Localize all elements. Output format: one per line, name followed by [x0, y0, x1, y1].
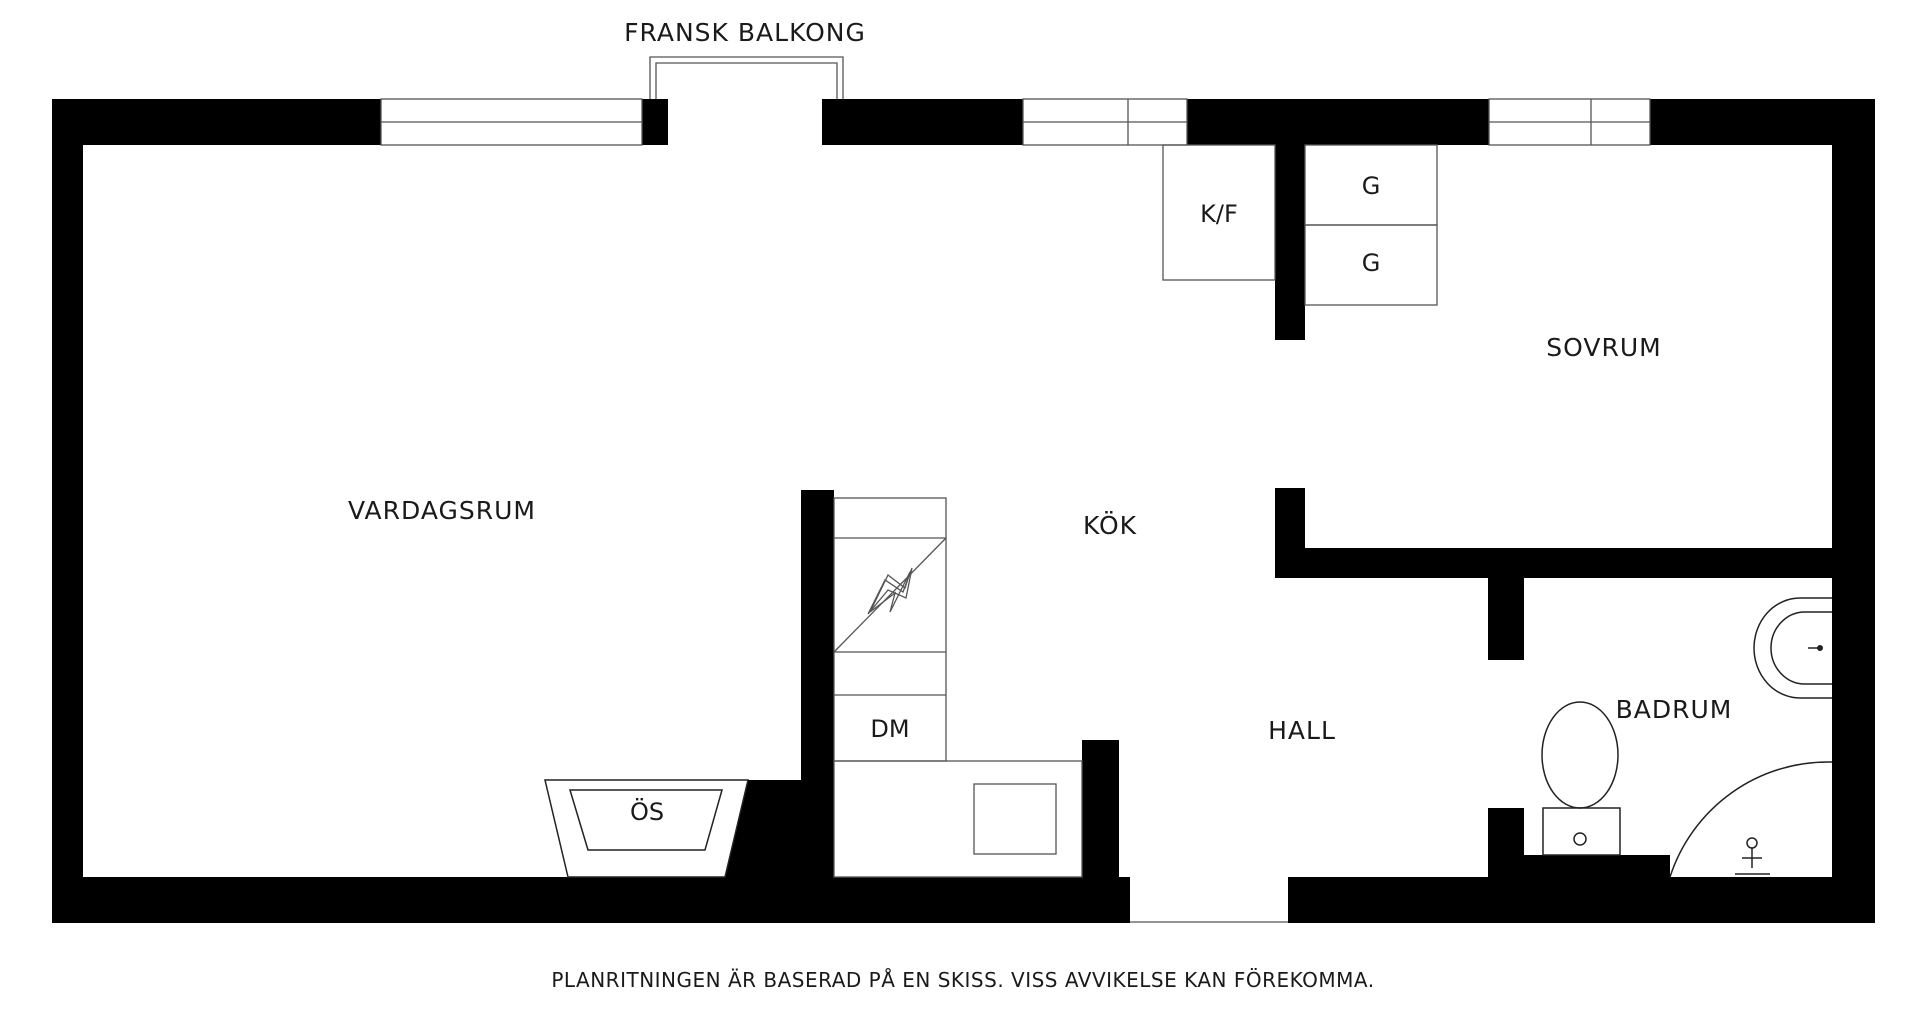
- fireplace-icon: ÖS: [544, 779, 749, 878]
- kitchen-fixtures: K/F DM: [833, 144, 1276, 878]
- french-balcony: FRANSK BALKONG: [624, 18, 866, 99]
- window-living: [380, 98, 643, 146]
- wall-top-1: [52, 99, 381, 145]
- room-labels: VARDAGSRUM KÖK SOVRUM HALL BADRUM: [348, 333, 1733, 745]
- sink-icon: [973, 783, 1057, 855]
- wardrobe-2: [1304, 224, 1438, 306]
- wall-bottom-2: [1288, 877, 1875, 923]
- wall-fireplace-block: [725, 780, 801, 877]
- fridge-freezer: [1162, 144, 1276, 281]
- balcony-label: FRANSK BALKONG: [624, 18, 866, 47]
- window-kitchen: [1022, 98, 1188, 146]
- stove-icon: [833, 537, 947, 653]
- interior-walls: [725, 145, 1832, 877]
- wardrobe-2-label: G: [1362, 249, 1381, 277]
- wall-bedroom-upper: [1275, 145, 1305, 340]
- wall-bottom-1: [52, 877, 1130, 923]
- toilet-icon: [1541, 701, 1621, 856]
- windows: [380, 98, 1651, 146]
- wall-top-2: [642, 99, 668, 145]
- room-label-living: VARDAGSRUM: [348, 496, 536, 525]
- room-label-bedroom: SOVRUM: [1546, 333, 1661, 362]
- wall-living-kitchen: [801, 490, 834, 877]
- fridge-freezer-label: K/F: [1200, 200, 1238, 228]
- room-label-hall: HALL: [1268, 716, 1336, 745]
- window-bedroom: [1488, 98, 1651, 146]
- washbasin-icon: [1753, 597, 1832, 699]
- wall-right: [1832, 99, 1875, 923]
- wall-top-3: [822, 99, 1023, 145]
- shower-icon: [1669, 761, 1833, 878]
- wall-bath-floor: [1488, 855, 1670, 877]
- wall-top-5: [1650, 99, 1875, 145]
- room-label-kitchen: KÖK: [1083, 511, 1137, 540]
- wardrobe-1-label: G: [1362, 172, 1381, 200]
- room-label-bathroom: BADRUM: [1616, 695, 1733, 724]
- kitchen-counter-bottom: [833, 760, 1083, 878]
- bathroom-fixtures: [1541, 597, 1833, 878]
- disclaimer-note: PLANRITNINGEN ÄR BASERAD PÅ EN SKISS. VI…: [551, 968, 1374, 992]
- wardrobes: G G: [1304, 144, 1438, 306]
- dishwasher-label: DM: [870, 715, 909, 743]
- wall-hall-stub: [1082, 740, 1119, 877]
- wall-bath-upper: [1488, 578, 1524, 660]
- wall-top-4: [1187, 99, 1489, 145]
- fireplace-label: ÖS: [630, 797, 664, 826]
- outer-walls: [52, 99, 1875, 923]
- wall-bedroom-bottom: [1275, 548, 1832, 578]
- wall-left: [52, 99, 83, 923]
